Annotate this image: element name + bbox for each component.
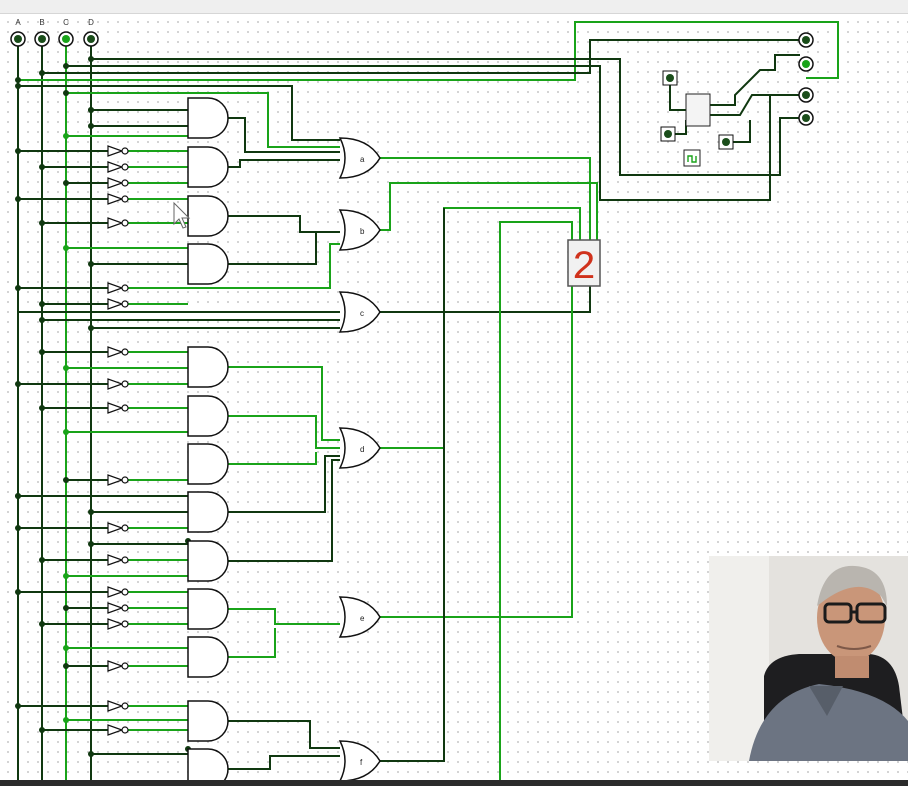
or-gate-label: b <box>360 227 365 236</box>
and-gate-icon[interactable] <box>187 491 229 533</box>
output-pin-icon <box>798 87 814 103</box>
input-pin-icon[interactable] <box>662 70 678 86</box>
mouse-cursor-icon <box>173 201 191 229</box>
or-gate-label: f <box>360 758 363 767</box>
and-gate-icon[interactable] <box>187 97 229 139</box>
wire <box>380 448 445 762</box>
not-gate-icon[interactable] <box>107 298 129 310</box>
not-gate-icon[interactable] <box>107 145 129 157</box>
wire <box>499 221 573 786</box>
wire <box>228 608 340 625</box>
and-gate-icon[interactable] <box>187 243 229 285</box>
or-gate-label: e <box>360 614 365 623</box>
wire <box>228 117 340 153</box>
input-pin-label: B <box>39 18 44 27</box>
or-gate-icon[interactable] <box>338 209 381 251</box>
not-gate-icon[interactable] <box>107 660 129 672</box>
top-toolbar <box>0 0 908 14</box>
or-gate-label: c <box>360 309 364 318</box>
or-gate-icon[interactable] <box>338 596 381 638</box>
wire <box>380 157 591 240</box>
and-gate-icon[interactable] <box>187 195 229 237</box>
not-gate-icon[interactable] <box>107 586 129 598</box>
output-pin-icon <box>798 32 814 48</box>
wire <box>380 207 581 449</box>
and-gate-icon[interactable] <box>187 748 229 786</box>
input-pin-label: A <box>15 18 21 27</box>
and-gate-icon[interactable] <box>187 700 229 742</box>
not-gate-icon[interactable] <box>107 217 129 229</box>
and-gate-icon[interactable] <box>187 636 229 678</box>
taskbar-strip <box>0 780 908 786</box>
wire <box>710 94 806 116</box>
wire <box>42 39 806 74</box>
or-gate-icon[interactable] <box>338 740 381 782</box>
and-gate-icon[interactable] <box>187 443 229 485</box>
or-gate-icon[interactable] <box>338 427 381 469</box>
and-gate-icon[interactable] <box>187 146 229 188</box>
not-gate-icon[interactable] <box>107 161 129 173</box>
wire <box>380 182 598 240</box>
circuit-canvas[interactable] <box>0 14 908 780</box>
wire <box>228 459 340 562</box>
wire <box>228 215 340 233</box>
wire <box>228 415 340 449</box>
input-pin-label: D <box>88 18 94 27</box>
not-gate-icon[interactable] <box>107 346 129 358</box>
not-gate-icon[interactable] <box>107 602 129 614</box>
not-gate-icon[interactable] <box>107 554 129 566</box>
not-gate-icon[interactable] <box>107 378 129 390</box>
wire <box>726 120 751 143</box>
wire <box>710 54 800 106</box>
wire <box>669 78 686 111</box>
input-pin-label: C <box>63 18 69 27</box>
not-gate-icon[interactable] <box>107 522 129 534</box>
webcam-presenter <box>709 556 908 761</box>
wire <box>228 452 317 465</box>
output-pin-icon <box>798 110 814 126</box>
not-gate-icon[interactable] <box>107 193 129 205</box>
wire <box>228 455 340 513</box>
and-gate-icon[interactable] <box>187 395 229 437</box>
seven-segment-digit: 2 <box>572 246 596 291</box>
wire <box>128 243 340 289</box>
not-gate-icon[interactable] <box>107 282 129 294</box>
not-gate-icon[interactable] <box>107 618 129 630</box>
wire <box>18 21 839 81</box>
wire <box>228 159 340 168</box>
wire <box>91 58 806 176</box>
counter-icon[interactable] <box>685 93 711 127</box>
not-gate-icon[interactable] <box>107 700 129 712</box>
wire <box>228 232 317 265</box>
or-gate-label: d <box>360 445 364 454</box>
and-gate-icon[interactable] <box>187 540 229 582</box>
wire <box>18 85 340 141</box>
or-gate-label: a <box>360 155 365 164</box>
wire <box>228 755 340 770</box>
input-pin-icon[interactable] <box>34 31 50 47</box>
and-gate-icon[interactable] <box>187 346 229 388</box>
wire <box>380 286 591 313</box>
input-pin-icon[interactable] <box>83 31 99 47</box>
or-gate-icon[interactable] <box>338 137 381 179</box>
not-gate-icon[interactable] <box>107 724 129 736</box>
input-pin-icon[interactable] <box>718 134 734 150</box>
and-gate-icon[interactable] <box>187 588 229 630</box>
not-gate-icon[interactable] <box>107 402 129 414</box>
output-pin-icon <box>798 56 814 72</box>
wire <box>228 720 340 749</box>
input-pin-icon[interactable] <box>660 126 676 142</box>
input-pin-icon[interactable] <box>10 31 26 47</box>
or-gate-icon[interactable] <box>338 291 381 333</box>
wire <box>380 286 573 618</box>
wire <box>66 92 340 148</box>
not-gate-icon[interactable] <box>107 177 129 189</box>
seven-segment-display-icon: 2 <box>567 239 601 291</box>
wire <box>228 628 276 658</box>
input-pin-icon[interactable] <box>58 31 74 47</box>
wire <box>228 366 340 441</box>
not-gate-icon[interactable] <box>107 474 129 486</box>
